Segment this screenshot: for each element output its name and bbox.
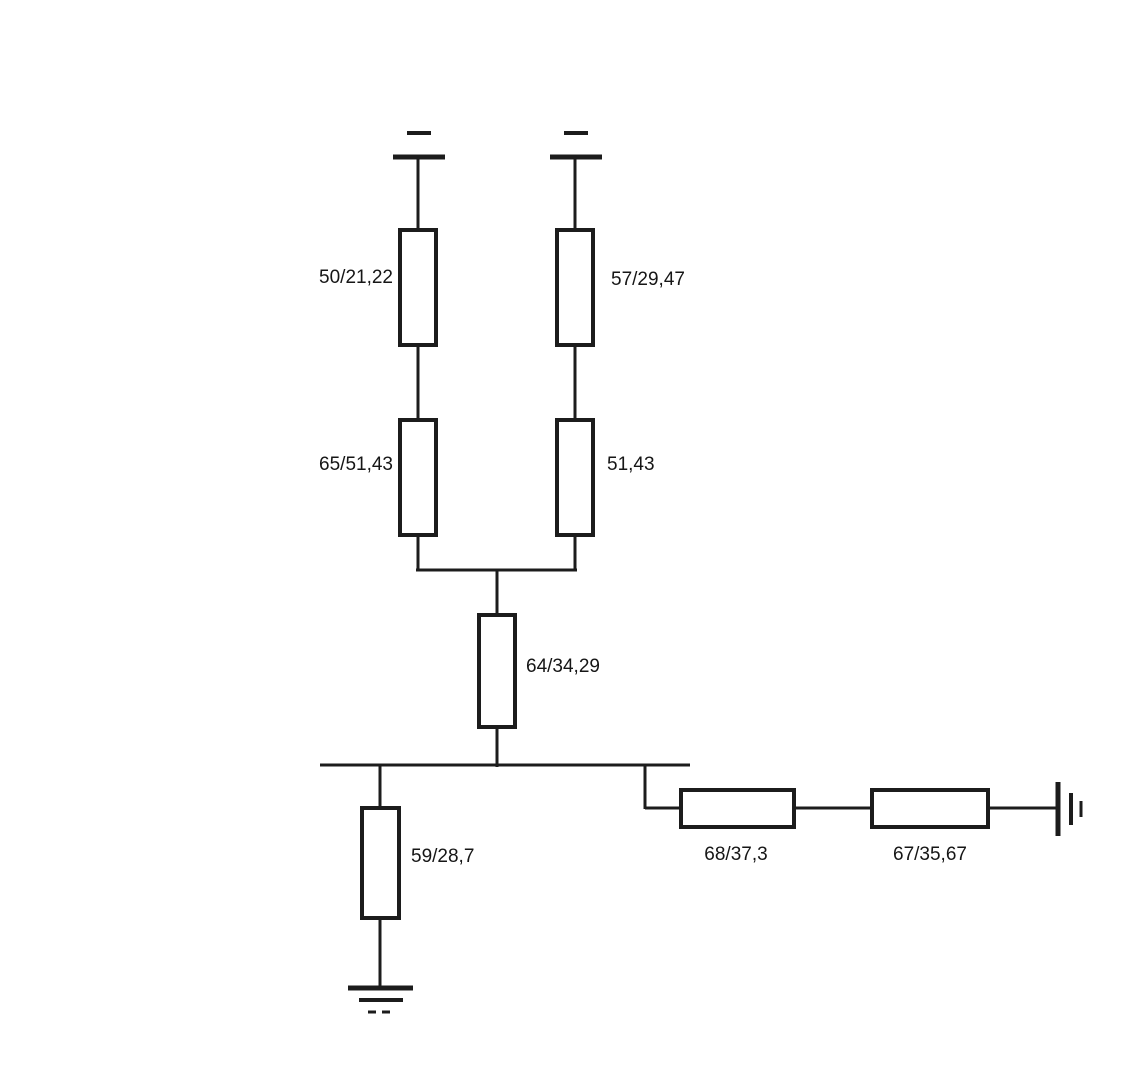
resistor-label: 65/51,43: [319, 454, 393, 475]
ground-symbol-right: [1055, 782, 1083, 836]
resistor-top-left-lower: [398, 418, 438, 537]
labels: 50/21,22 65/51,43 57/29,47 51,43 64/34,2…: [319, 267, 967, 867]
resistor-label: 59/28,7: [411, 846, 474, 867]
resistors: [360, 228, 990, 920]
resistor-label: 50/21,22: [319, 267, 393, 288]
ground-symbol-top-right: [550, 131, 602, 160]
resistor-right-first: [679, 788, 796, 829]
resistor-right-second: [870, 788, 990, 829]
resistor-top-right-upper: [555, 228, 595, 347]
resistor-middle: [477, 613, 517, 729]
ground-symbol-bottom: [348, 985, 413, 1014]
resistor-label: 51,43: [607, 454, 655, 475]
resistor-bottom: [360, 806, 401, 920]
resistor-label: 57/29,47: [611, 269, 685, 290]
resistor-label: 68/37,3: [704, 844, 767, 865]
resistor-top-right-lower: [555, 418, 595, 537]
ground-symbol-top-left: [393, 131, 445, 160]
resistor-label: 64/34,29: [526, 656, 600, 677]
wires: [320, 158, 1057, 988]
resistor-label: 67/35,67: [893, 844, 967, 865]
resistor-top-left-upper: [398, 228, 438, 347]
